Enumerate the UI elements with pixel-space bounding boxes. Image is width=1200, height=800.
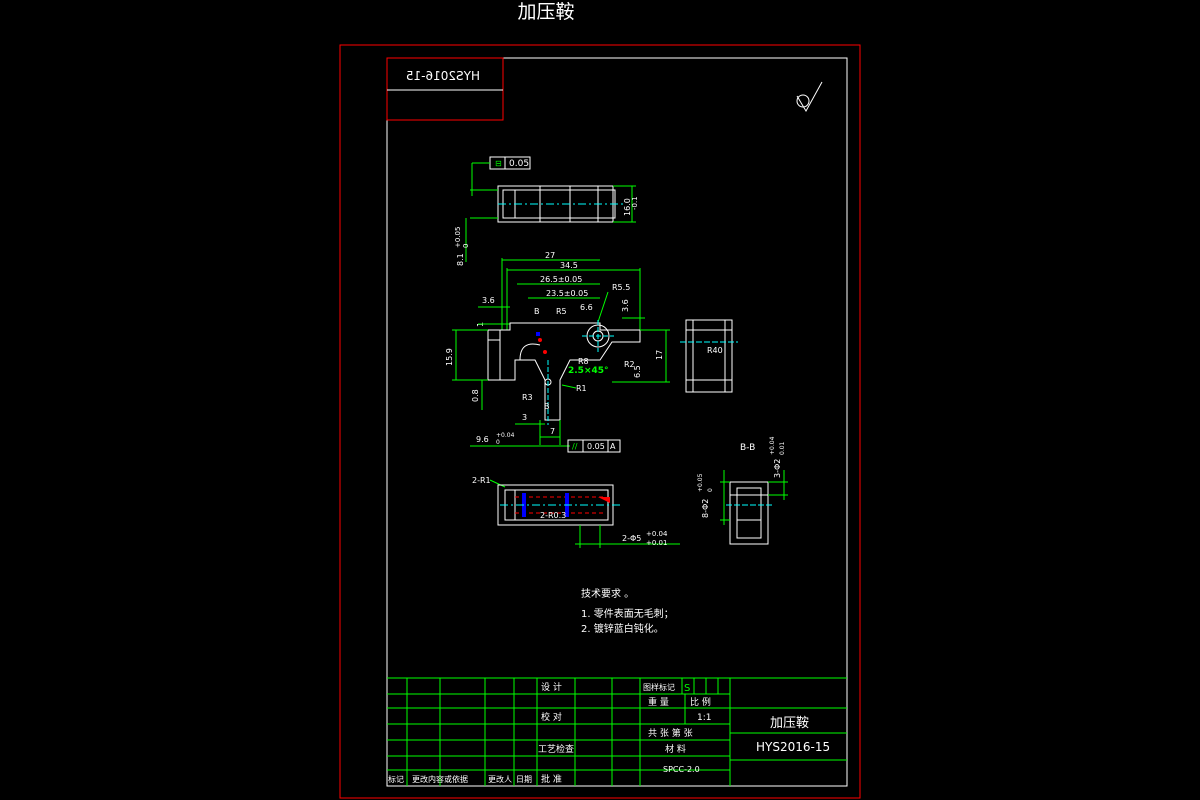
dim-holes-tol2: +0.01 — [646, 539, 667, 547]
dim-r8: R8 — [578, 357, 589, 366]
section-view: B-B 8-Φ2 +0.05 0 3-Φ2 +0.04 0.01 — [697, 436, 788, 545]
tb-drawing-number: HYS2016-15 — [756, 740, 830, 754]
tb-material-value: SPCC-2.0 — [663, 765, 700, 774]
tb-design: 设 计 — [541, 681, 562, 693]
section-dim-left-tol2: 0 — [707, 488, 714, 492]
dim-holes: 2-Φ5 — [622, 534, 641, 543]
dim-r2: R2 — [624, 360, 635, 369]
tb-rev-content: 更改内容或依据 — [412, 774, 468, 784]
section-mark-bottom: B — [544, 402, 550, 411]
dim-15-9: 15.9 — [445, 348, 454, 366]
tb-process: 工艺检查 — [538, 743, 574, 755]
top-dim-height: 16.0 — [623, 198, 632, 216]
section-dim-right: 3-Φ2 — [773, 459, 782, 478]
outer-frame — [339, 44, 861, 799]
dim-3-6-left: 3.6 — [482, 296, 495, 305]
dim-9-6-tol2: 0 — [496, 439, 500, 446]
dim-6-6: 6.6 — [580, 303, 593, 312]
tb-sheets: 共 张 第 张 — [648, 727, 693, 739]
dim-3-6-right: 3.6 — [621, 299, 630, 312]
tb-check: 校 对 — [541, 711, 562, 723]
tech-item-2: 2. 镀锌蓝白钝化。 — [581, 622, 664, 635]
side-view: R40 — [680, 319, 738, 393]
tech-heading: 技术要求 。 — [581, 587, 634, 600]
title-block — [387, 677, 847, 786]
tb-material: 材 料 — [665, 743, 686, 755]
title-block-text: 设 计 校 对 工艺检查 批 准 标记 更改内容或依据 更改人 日期 图样标记 … — [388, 681, 830, 785]
top-dim-slot-tol: +0.05 — [454, 227, 462, 248]
dim-r5: R5 — [556, 307, 567, 316]
dim-holes-tol: +0.04 — [646, 530, 668, 538]
tb-stage-mark: 图样标记 — [643, 682, 675, 692]
section-dim-left-tol: +0.05 — [697, 473, 704, 492]
dim-34-5: 34.5 — [560, 261, 578, 270]
dim-r3: R3 — [522, 393, 533, 402]
top-dim-height-tol: -0.1 — [631, 196, 639, 210]
bottom-view: 2-R1 2-R0.3 2-Φ5 +0.04 +0.01 — [472, 476, 680, 548]
section-dim-left: 8-Φ2 — [701, 499, 710, 518]
dim-9-6: 9.6 — [476, 435, 489, 444]
top-view: ⊟ 0.05 16.0 -0.1 8.1 +0.05 0 — [454, 156, 639, 266]
section-label: B-B — [740, 443, 755, 453]
tech-item-1: 1. 零件表面无毛刺； — [581, 607, 674, 620]
tb-part-name: 加压鞍 — [770, 715, 809, 731]
tb-scale: 比 例 — [690, 696, 711, 708]
dim-r40: R40 — [707, 346, 723, 355]
dim-6-5: 6.5 — [633, 365, 642, 378]
dim-3: 3 — [522, 413, 527, 422]
dim-2-r1: 2-R1 — [472, 476, 491, 485]
svg-text://: // — [572, 442, 578, 451]
inner-frame — [386, 57, 848, 787]
dim-27: 27 — [545, 251, 555, 260]
finish-symbol-icon — [796, 81, 823, 113]
dim-2-r0-3: 2-R0.3 — [540, 511, 566, 520]
dim-23-5: 23.5±0.05 — [546, 289, 588, 298]
tb-weight: 重 量 — [648, 696, 669, 708]
dim-chamfer: 2.5×45° — [568, 366, 609, 376]
dim-r5-5: R5.5 — [612, 283, 630, 292]
top-dim-slot: 8.1 — [456, 253, 465, 266]
parallel-tol: 0.05 — [587, 442, 605, 451]
page-title: 加压鞍 — [517, 1, 575, 23]
parallel-datum: A — [610, 442, 616, 451]
mirrored-number-box: HYS2016-15 — [386, 57, 504, 121]
tb-rev-date: 日期 — [516, 775, 532, 784]
dim-0-8: 0.8 — [471, 389, 480, 402]
tb-scale-value: 1:1 — [697, 713, 711, 723]
front-view: 27 34.5 26.5±0.05 23.5±0.05 R5.5 6.6 R5 … — [445, 251, 670, 453]
top-dim-slot-tol2: 0 — [462, 244, 470, 248]
mirrored-part-number: HYS2016-15 — [406, 69, 480, 83]
tech-requirements: 技术要求 。 1. 零件表面无毛刺； 2. 镀锌蓝白钝化。 — [581, 587, 674, 635]
top-flatness-tol: 0.05 — [509, 159, 529, 169]
tb-rev-mark: 标记 — [388, 774, 404, 784]
section-mark-top: B — [534, 307, 540, 316]
dim-26-5: 26.5±0.05 — [540, 275, 582, 284]
tb-stage-s: S — [684, 683, 690, 694]
dim-7: 7 — [550, 427, 555, 436]
svg-text:⊟: ⊟ — [495, 159, 502, 168]
section-dim-right-tol2: 0.01 — [779, 441, 786, 455]
dim-r1: R1 — [576, 384, 587, 393]
section-dim-right-tol: +0.04 — [769, 436, 776, 455]
dim-17: 17 — [655, 350, 664, 360]
tb-rev-person: 更改人 — [488, 774, 512, 784]
tb-approve: 批 准 — [541, 773, 562, 785]
dim-9-6-tol: +0.04 — [496, 432, 515, 439]
